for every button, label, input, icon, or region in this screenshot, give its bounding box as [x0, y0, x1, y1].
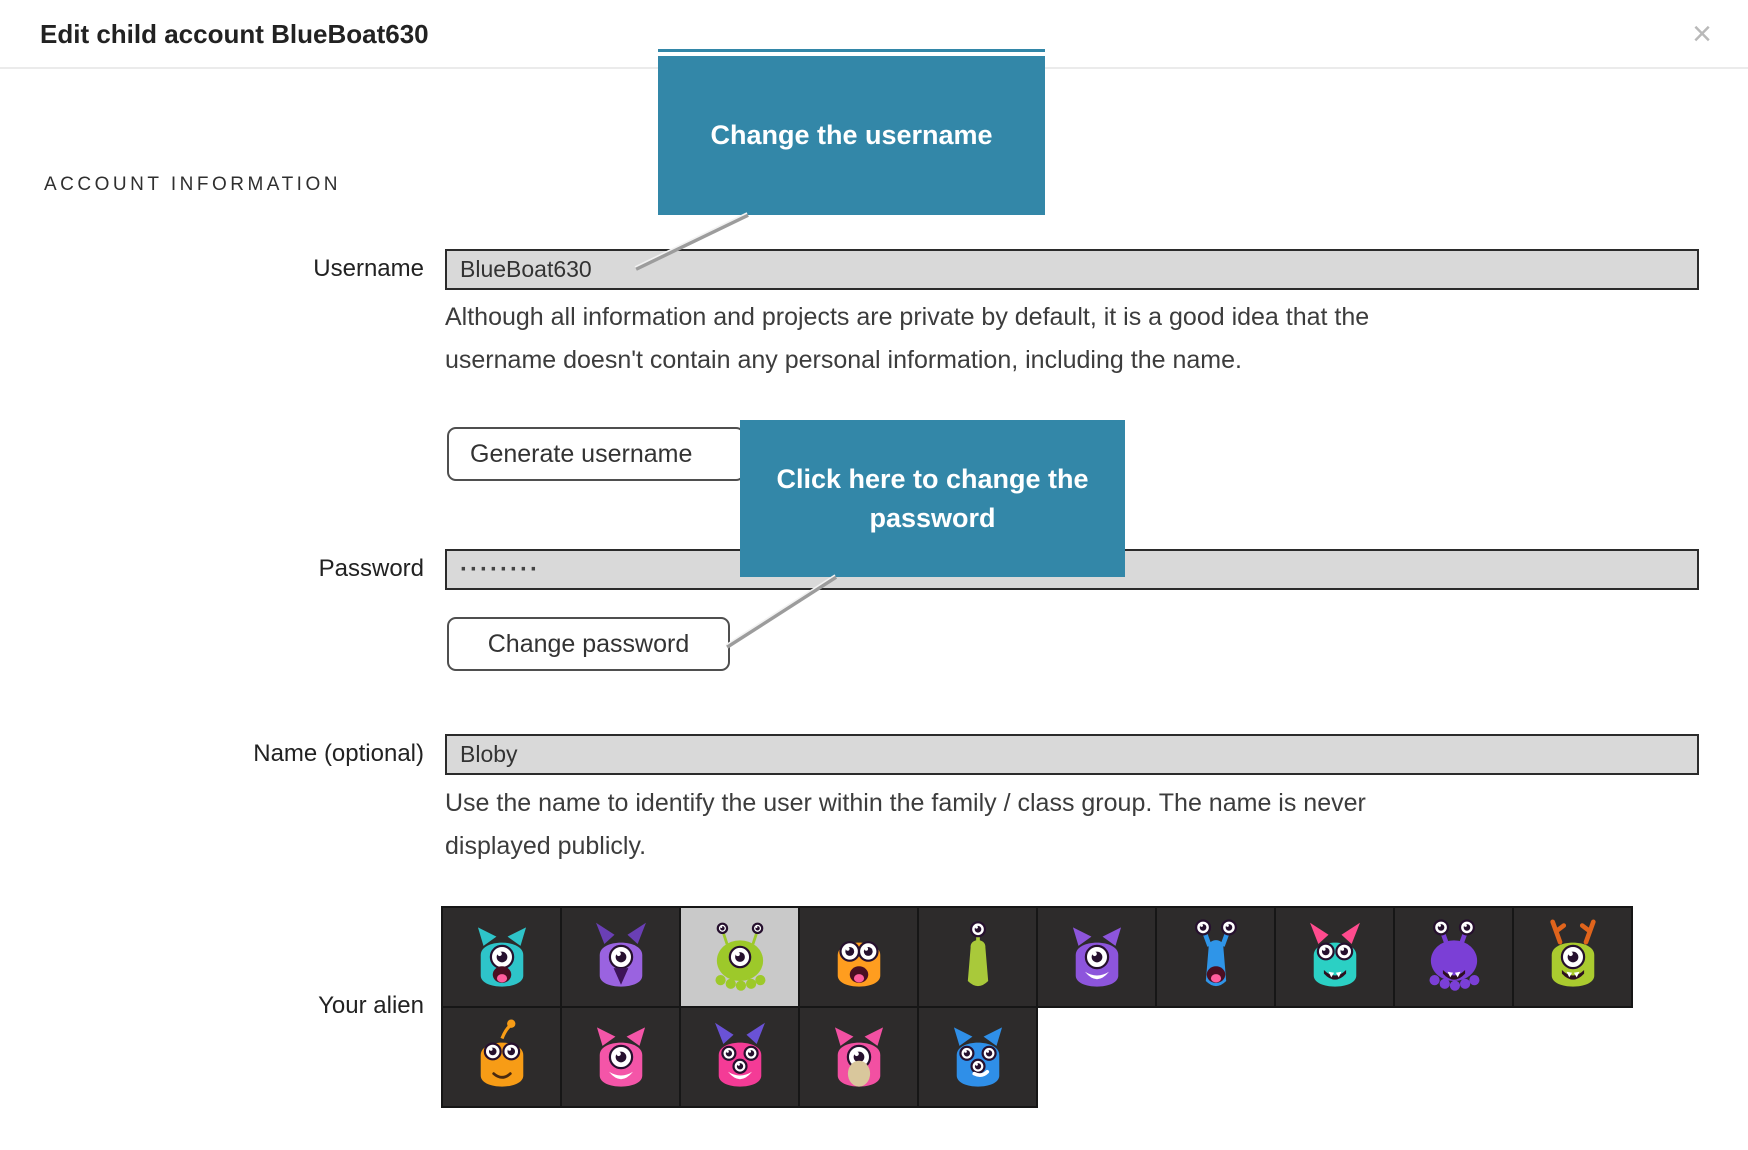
alien-option-purple-big-eye-monster[interactable]: [1038, 908, 1155, 1006]
alien-option-green-antlered-alien[interactable]: [1514, 908, 1631, 1006]
alien-option-pink-three-eyed-monster[interactable]: [681, 1008, 798, 1106]
alien-option-pink-standing-monster[interactable]: [800, 1008, 917, 1106]
name-help: Use the name to identify the user within…: [445, 789, 1366, 860]
alien-option-purple-octopus-alien[interactable]: [1395, 908, 1512, 1006]
tooltip-change-username: Change the username: [658, 56, 1045, 215]
name-input[interactable]: Bloby: [445, 734, 1699, 775]
username-value: BlueBoat630: [460, 256, 592, 282]
name-label: Name (optional): [253, 740, 424, 767]
alien-option-teal-horned-monster[interactable]: [1276, 908, 1393, 1006]
alien-option-purple-horned-monster[interactable]: [562, 908, 679, 1006]
alien-option-blue-three-eyed-monster[interactable]: [919, 1008, 1036, 1106]
name-value: Bloby: [460, 741, 518, 767]
username-label: Username: [313, 255, 424, 282]
alien-option-teal-one-eyed-monster[interactable]: [443, 908, 560, 1006]
alien-option-green-slim-alien[interactable]: [919, 908, 1036, 1006]
alien-option-orange-furry-monster[interactable]: [443, 1008, 560, 1106]
change-password-button[interactable]: Change password: [447, 617, 730, 671]
username-help: Although all information and projects ar…: [445, 303, 1370, 374]
alien-option-blue-slug-alien[interactable]: [1157, 908, 1274, 1006]
tooltip-change-password: Click here to change the password: [740, 420, 1125, 577]
alien-option-orange-surprised-monster[interactable]: [800, 908, 917, 1006]
alien-grid-row-1: [441, 906, 1633, 1008]
close-icon[interactable]: ×: [1692, 15, 1712, 53]
password-masked-value: ········: [460, 555, 540, 583]
alien-option-pink-eared-monster[interactable]: [562, 1008, 679, 1106]
generate-username-button[interactable]: Generate username: [447, 427, 745, 481]
alien-option-green-tentacled-alien[interactable]: [681, 908, 798, 1006]
username-input[interactable]: BlueBoat630: [445, 249, 1699, 290]
password-label: Password: [318, 555, 424, 582]
alien-grid-row-2: [441, 1006, 1038, 1108]
tooltip-username-topline: [658, 49, 1045, 52]
your-alien-label: Your alien: [318, 992, 424, 1019]
modal-title: Edit child account BlueBoat630: [40, 19, 429, 49]
account-information-heading: ACCOUNT INFORMATION: [44, 174, 341, 195]
